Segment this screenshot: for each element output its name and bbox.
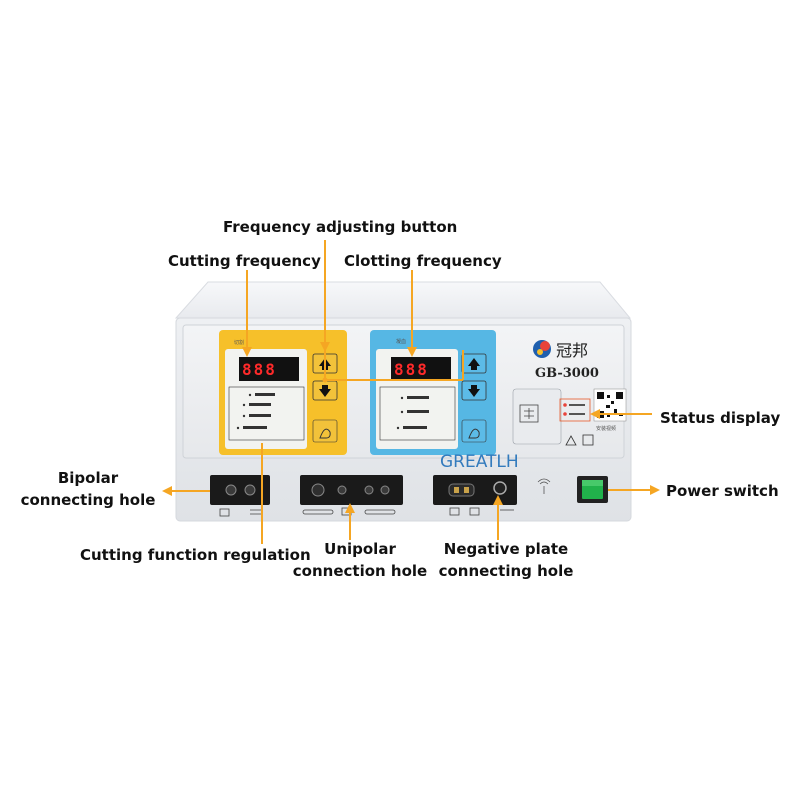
coag-display-digits: 888 [394, 360, 429, 379]
unipolar-socket[interactable] [300, 475, 403, 505]
coag-panel-label: 凝血 [396, 338, 406, 345]
model-name: GB-3000 [535, 366, 599, 381]
cut-pedal-icon [319, 428, 331, 439]
antenna-icon [537, 478, 551, 494]
coag-mode-rows [396, 396, 429, 430]
cut-mode-area [228, 386, 305, 441]
brand-logo-icon [533, 340, 551, 358]
label-negative-plate-connecting-hole: Negative plate connecting hole [436, 538, 576, 582]
cut-display-digits: 888 [242, 360, 277, 379]
coag-pedal-icon [468, 428, 480, 439]
label-status-display: Status display [660, 409, 781, 427]
label-unipolar-line1: Unipolar [324, 540, 396, 558]
label-power-switch: Power switch [666, 482, 779, 500]
bipolar-symbols [219, 508, 262, 517]
qr-caption: 安装视频 [596, 425, 616, 432]
brand-name: 冠邦 [556, 341, 588, 360]
label-negative-line1: Negative plate [443, 540, 569, 558]
status-panel [512, 388, 562, 445]
bipolar-socket[interactable] [210, 475, 270, 505]
negative-plate-symbols [449, 507, 514, 516]
bf-icon [582, 434, 594, 446]
cut-panel-label: 切割 [234, 339, 244, 346]
cut-pedal-button[interactable] [312, 419, 338, 443]
status-icon-box [519, 404, 539, 423]
coag-mode-area [379, 386, 456, 441]
device-top [174, 281, 632, 319]
watermark: GREATLH [440, 452, 519, 472]
cut-mode-rows [236, 393, 275, 430]
label-bipolar-connecting-hole: Bipolar connecting hole [20, 467, 156, 511]
coag-display [391, 357, 451, 381]
label-unipolar-line2: connection hole [292, 562, 428, 580]
label-bipolar-line2: connecting hole [20, 491, 156, 509]
label-cutting-frequency: Cutting frequency [168, 252, 321, 270]
cut-down-arrow-icon [319, 385, 331, 397]
label-clotting-frequency: Clotting frequency [344, 252, 502, 270]
coag-up-arrow-icon [468, 358, 480, 370]
label-negative-line2: connecting hole [438, 562, 574, 580]
label-bipolar-line1: Bipolar [57, 469, 119, 487]
warning-icon [565, 435, 577, 446]
label-unipolar-connection-hole: Unipolar connection hole [290, 538, 430, 582]
cut-display [239, 357, 299, 381]
label-frequency-adjusting-button: Frequency adjusting button [223, 218, 458, 236]
status-symbol-icon [524, 408, 534, 419]
coag-down-arrow-icon [468, 385, 480, 397]
coag-pedal-button[interactable] [461, 419, 487, 443]
label-cutting-function-regulation: Cutting function regulation [80, 546, 311, 564]
